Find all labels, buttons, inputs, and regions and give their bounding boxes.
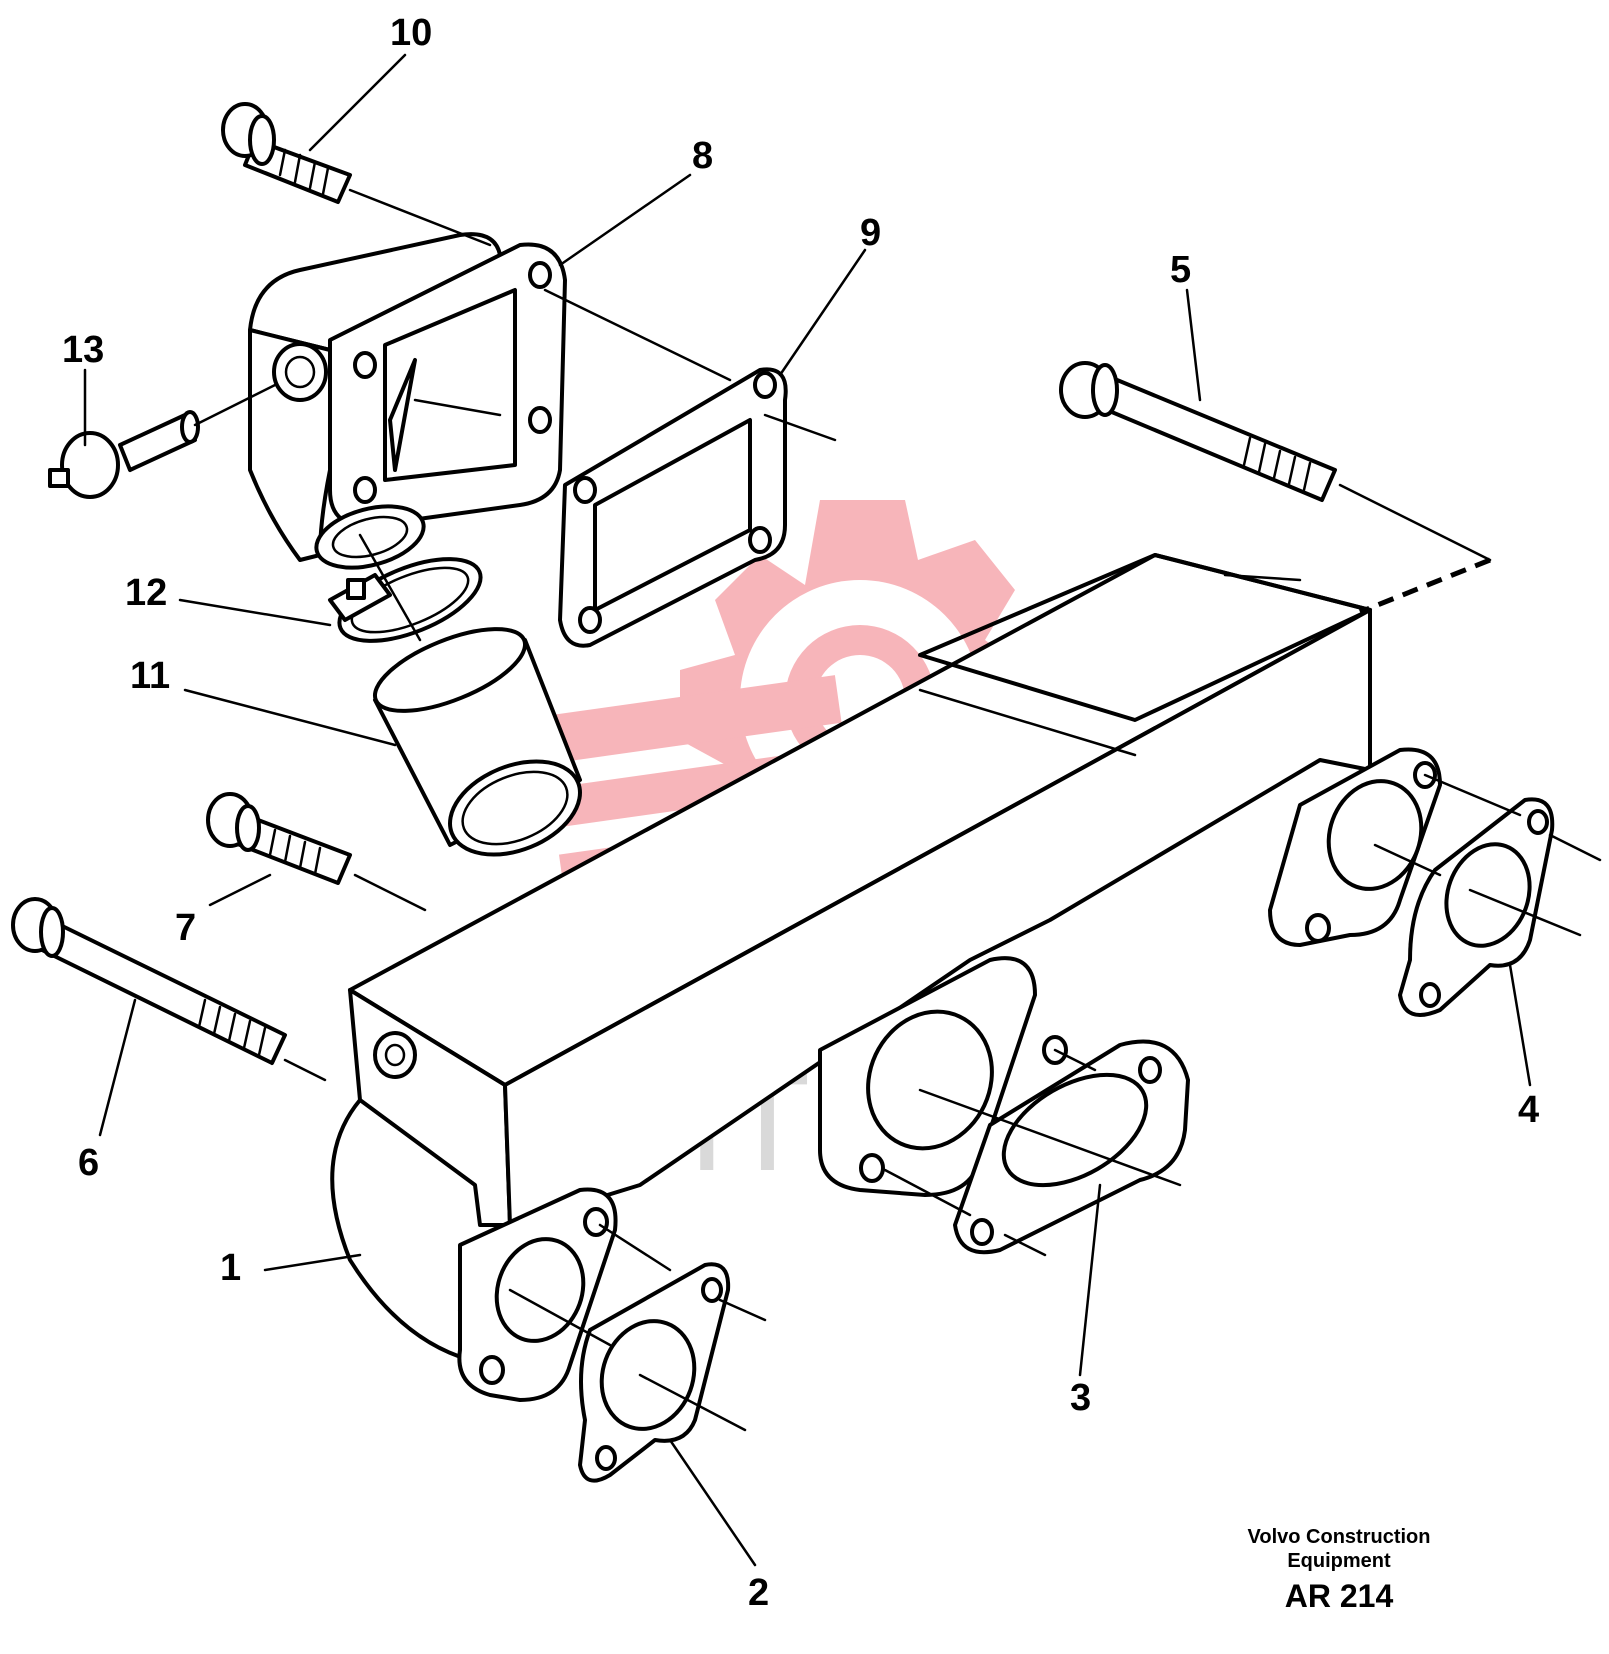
part-3-port-gasket [953, 1039, 1190, 1255]
caption-manufacturer-line1: Volvo Construction [1247, 1526, 1431, 1548]
part-7-bolt [206, 792, 352, 885]
part-10-bolt [221, 102, 352, 204]
callout-12: 12 [125, 572, 167, 614]
callout-7: 7 [175, 907, 196, 949]
part-1-exhaust-manifold [330, 553, 1442, 1402]
part-11-hose [372, 627, 582, 857]
part-12-hose-clamp [328, 557, 483, 643]
caption-manufacturer-line2: Equipment [1287, 1550, 1391, 1572]
callout-5: 5 [1170, 249, 1191, 291]
callout-2: 2 [748, 1572, 769, 1614]
part-6-bolt [11, 897, 287, 1065]
assembly-lines [193, 188, 1602, 1432]
callout-3: 3 [1070, 1377, 1091, 1419]
part-2-port-gasket [578, 1262, 731, 1483]
callout-9: 9 [860, 212, 881, 254]
callout-6: 6 [78, 1142, 99, 1184]
part-4-port-gasket [1398, 797, 1555, 1017]
caption-manufacturer: Volvo Construction Equipment [1234, 1525, 1444, 1573]
callout-1: 1 [220, 1247, 241, 1289]
callout-4: 4 [1518, 1089, 1539, 1131]
caption-diagram-code: AR 214 [1284, 1578, 1394, 1614]
callout-8: 8 [692, 135, 713, 177]
callout-10: 10 [390, 12, 432, 54]
callout-13: 13 [62, 329, 104, 371]
part-8-outlet-elbow [248, 232, 567, 570]
callout-labels: 1 2 3 4 5 6 7 8 9 10 11 12 13 [62, 12, 1539, 1614]
callout-11: 11 [130, 655, 170, 697]
leader-lines [83, 53, 1532, 1567]
part-13-temperature-sensor [48, 410, 200, 499]
part-5-bolt [1059, 361, 1337, 502]
